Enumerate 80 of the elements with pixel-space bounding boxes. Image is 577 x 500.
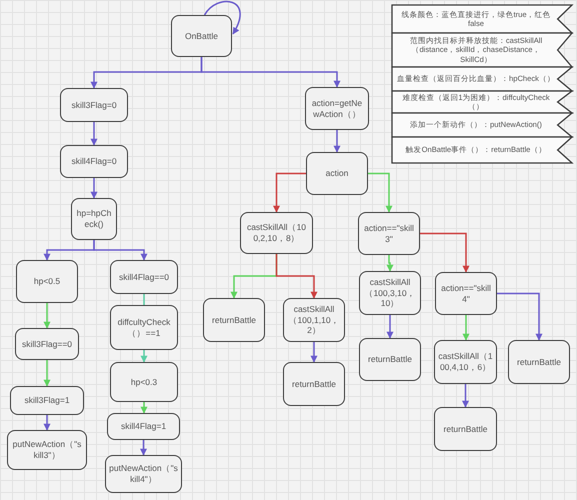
arrow xyxy=(44,360,50,387)
arrow xyxy=(334,130,340,153)
process-box xyxy=(434,340,497,384)
node-text: putNewAction（"skill3"） xyxy=(12,439,82,461)
arrow xyxy=(462,384,469,408)
arrow xyxy=(44,303,50,329)
process-box xyxy=(7,430,87,470)
node-text: castSkillAll（100,4,10，6） xyxy=(438,351,493,373)
process-box xyxy=(240,212,313,254)
process-box xyxy=(358,212,420,255)
node-text: castSkillAll（100,2,10，8） xyxy=(246,222,308,244)
process-box xyxy=(306,152,368,195)
process-box xyxy=(110,362,178,402)
process-box xyxy=(15,328,79,360)
process-box xyxy=(305,87,369,130)
node-text: skill3Flag==0 xyxy=(22,338,72,350)
node-text: action=getNewAction（） xyxy=(310,98,364,120)
process-box xyxy=(171,15,232,57)
process-box xyxy=(60,88,128,122)
arrow xyxy=(90,122,98,146)
arrow xyxy=(93,240,148,261)
process-box xyxy=(434,407,497,451)
node-text: castSkillAll（100,3,10，10） xyxy=(363,277,417,309)
process-box xyxy=(10,386,84,415)
arrow xyxy=(386,255,394,272)
arrow xyxy=(140,350,148,363)
note-box xyxy=(392,91,572,113)
arrow xyxy=(420,232,470,273)
node-text: skill3Flag=0 xyxy=(71,100,117,110)
arrow xyxy=(44,415,50,431)
node-text: returnBattle xyxy=(368,354,412,365)
node-text: hp<0.5 xyxy=(34,276,60,287)
node-text: skill4Flag==0 xyxy=(118,272,170,282)
node-text: action=="skill4" xyxy=(440,282,492,304)
arrow xyxy=(204,0,241,35)
node-text: returnBattle xyxy=(212,314,256,326)
node-text: hp<0.3 xyxy=(130,376,158,388)
node-text: diffcultyCheck（）==1 xyxy=(116,316,172,338)
process-box xyxy=(508,340,570,384)
arrow xyxy=(497,292,542,341)
node-text: skill4Flag=0 xyxy=(71,156,117,167)
arrow xyxy=(386,315,394,339)
node-text: castSkillAll（100,1,10，2） xyxy=(287,304,341,336)
node-text: returnBattle xyxy=(292,378,336,390)
arrow xyxy=(200,57,340,88)
arrow xyxy=(462,315,470,341)
process-box xyxy=(283,362,345,406)
process-box xyxy=(203,298,265,342)
arrow xyxy=(276,254,318,299)
process-box xyxy=(359,338,421,381)
arrow xyxy=(140,440,147,456)
arrow xyxy=(140,402,148,414)
arrow xyxy=(273,172,306,213)
process-box xyxy=(110,305,178,350)
process-box xyxy=(359,271,421,315)
node-text: skill3Flag=1 xyxy=(24,395,70,406)
node-text: putNewAction（"skill4"） xyxy=(109,463,178,485)
note-box xyxy=(392,33,572,67)
process-box xyxy=(435,272,497,315)
node-text: action=="skill3" xyxy=(363,222,415,244)
node-text: returnBattle xyxy=(517,356,561,368)
process-box xyxy=(105,455,182,493)
node-text: returnBattle xyxy=(444,424,488,434)
note-box xyxy=(392,113,572,137)
note-box xyxy=(392,137,572,163)
note-box xyxy=(392,67,572,91)
process-box xyxy=(107,413,180,440)
note-box xyxy=(392,5,572,33)
process-box xyxy=(16,260,78,303)
node-text: OnBattle xyxy=(184,30,218,42)
arrow xyxy=(368,172,392,213)
node-text: hp=hpCheck() xyxy=(76,208,112,230)
arrow xyxy=(310,342,318,363)
process-box xyxy=(283,298,345,342)
process-box xyxy=(60,145,128,178)
node-text: action xyxy=(326,168,348,179)
arrow xyxy=(90,178,98,199)
process-box xyxy=(110,260,178,294)
process-box xyxy=(71,198,117,240)
node-text: skill4Flag=1 xyxy=(120,421,166,432)
